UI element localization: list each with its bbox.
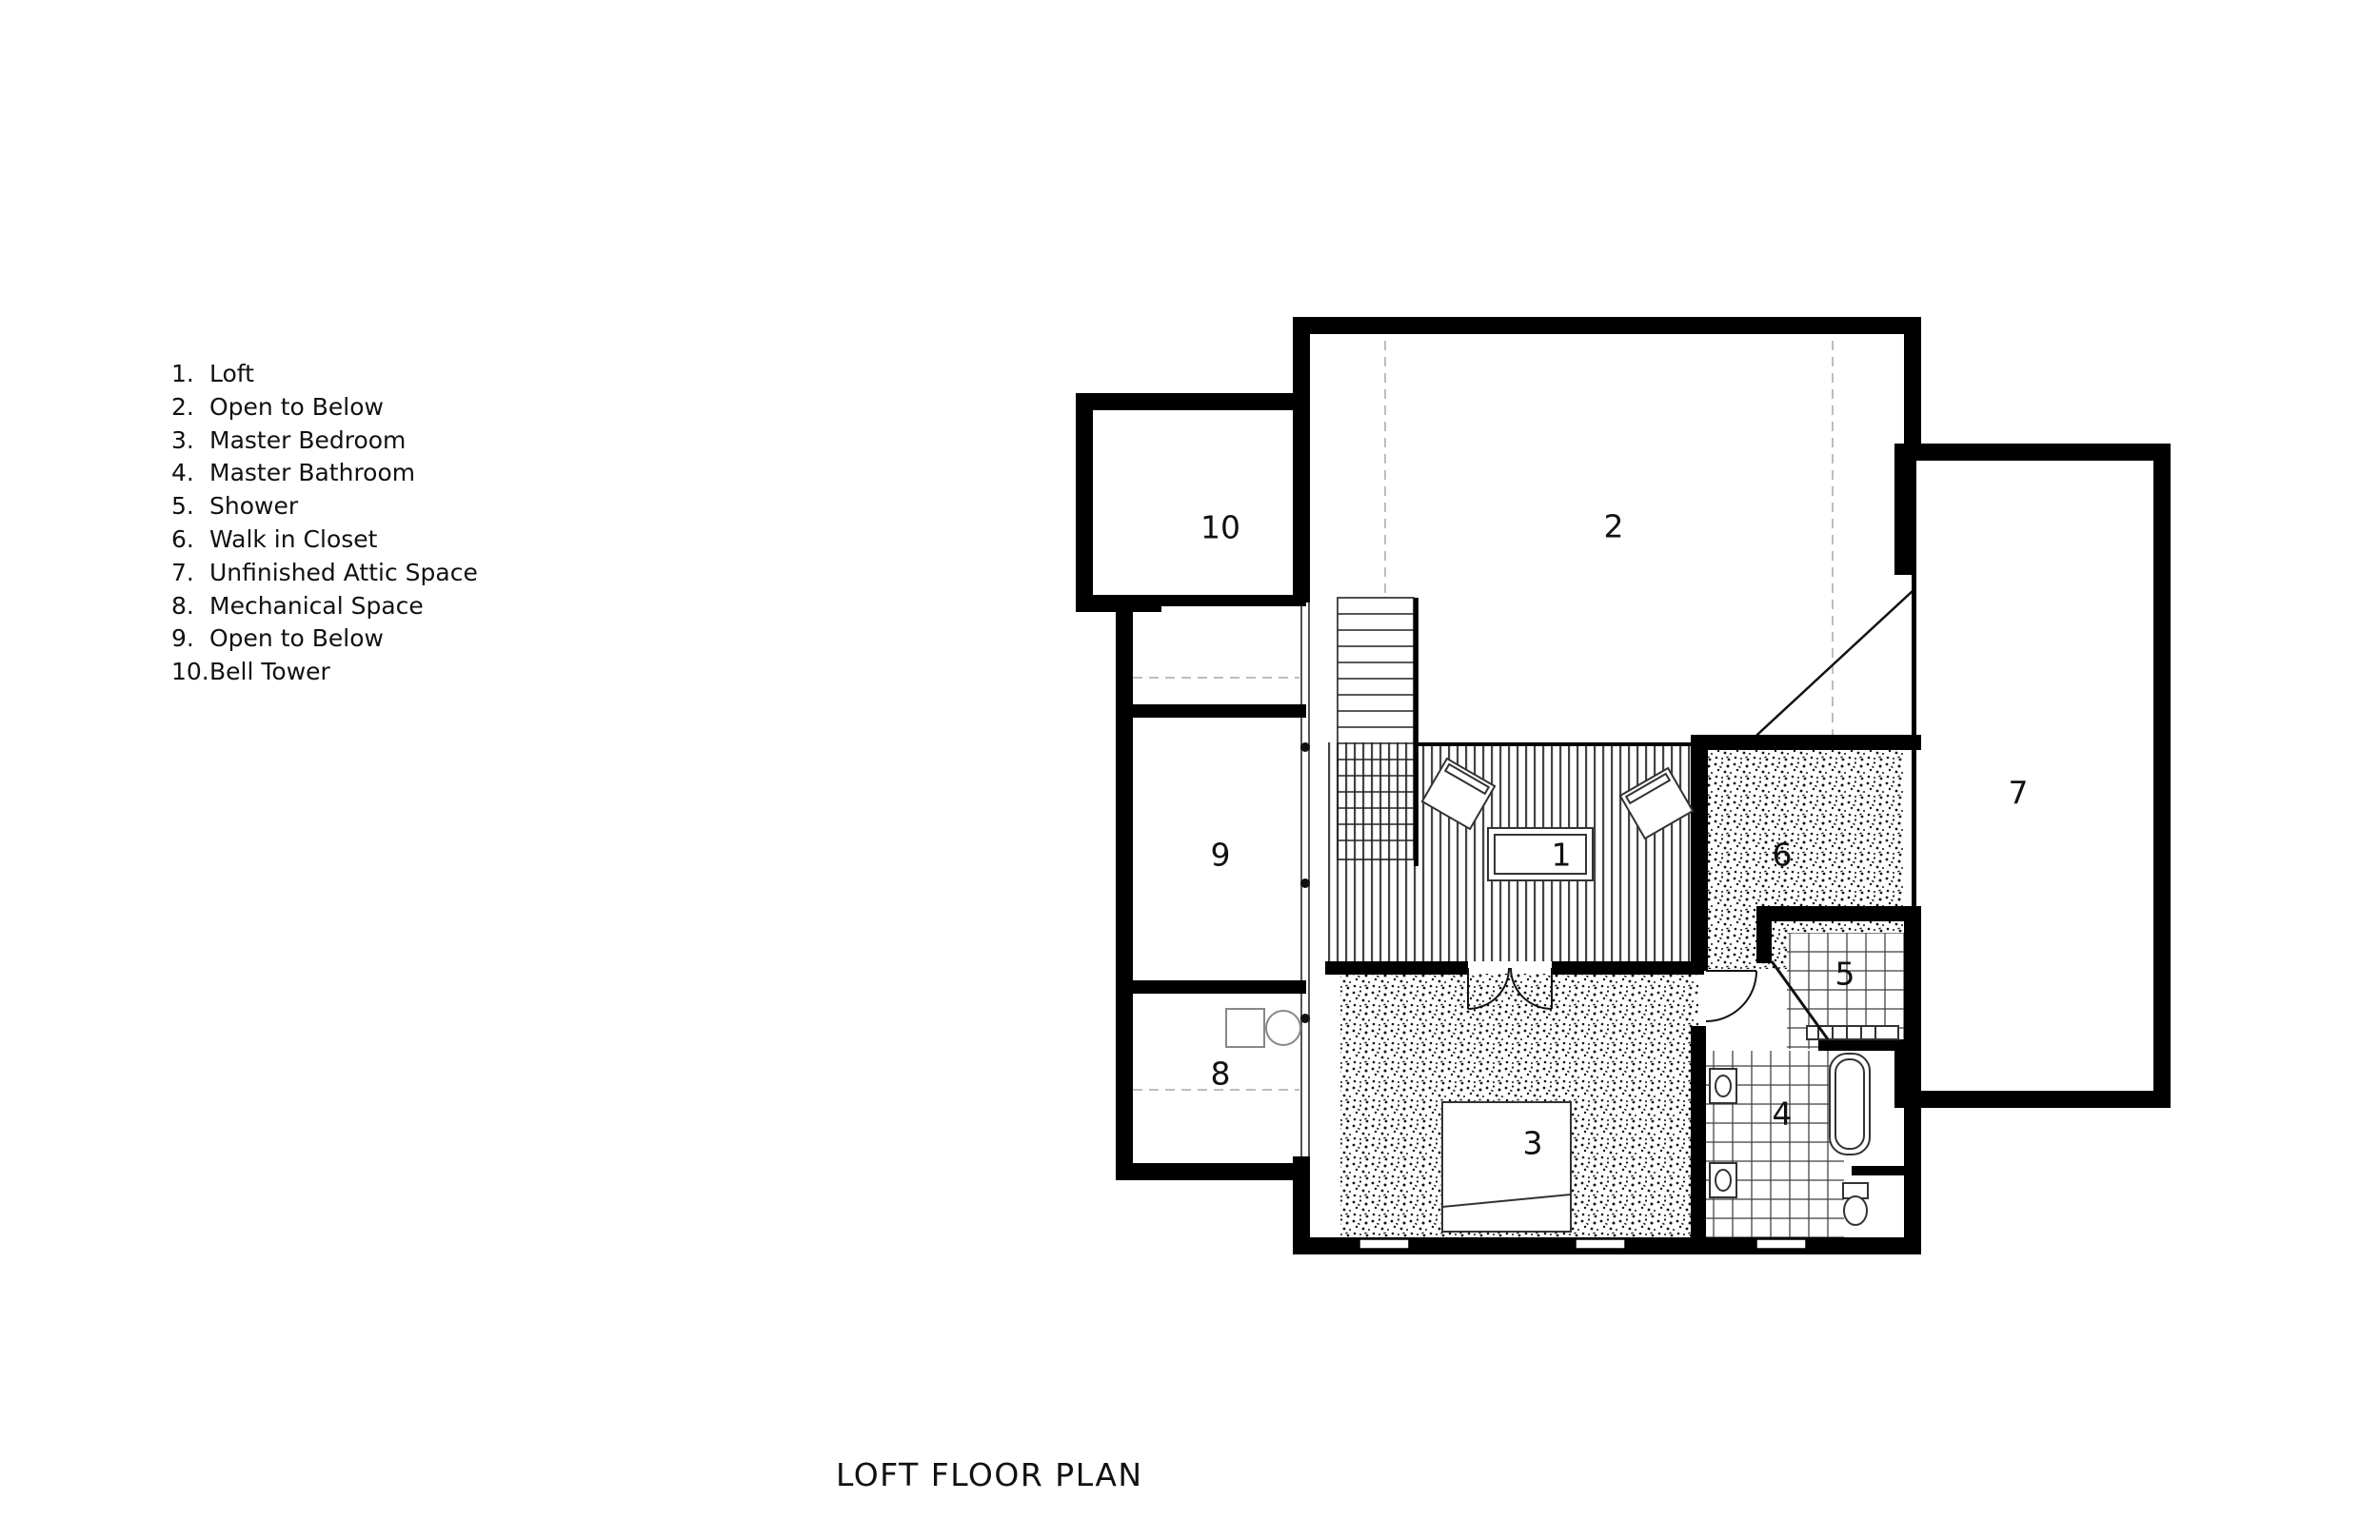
legend-room-name: Open to Below <box>209 392 384 421</box>
legend-room-name: Unfinished Attic Space <box>209 558 478 586</box>
legend-number: 10. <box>171 658 209 686</box>
legend-room-name: Open to Below <box>209 624 384 653</box>
legend-item: 9. Open to Below <box>171 622 478 656</box>
legend-number: 5. <box>171 492 194 521</box>
legend-room-name: Mechanical Space <box>209 591 424 620</box>
legend-item: 4. Master Bathroom <box>171 457 478 490</box>
legend-number: 3. <box>171 425 194 454</box>
legend-room-name: Loft <box>209 360 254 387</box>
dashed-guides <box>1133 341 1834 1091</box>
legend-item: 6. Walk in Closet <box>171 523 478 557</box>
railing-posts <box>1300 742 1310 1023</box>
legend-room-name: Shower <box>209 492 299 521</box>
room-label-4: 4 <box>1773 1096 1793 1133</box>
bathroom-door <box>1705 970 1757 1022</box>
attic-inner-wall <box>1912 461 1916 1089</box>
walk-in-closet-floor <box>1704 750 1904 969</box>
legend-number: 1. <box>171 360 194 387</box>
room-label-2: 2 <box>1604 508 1624 545</box>
legend-number: 9. <box>171 624 194 653</box>
room-label-10: 10 <box>1200 509 1240 546</box>
shower-bench <box>1806 1025 1899 1040</box>
legend-number: 2. <box>171 392 194 421</box>
legend-number: 6. <box>171 524 194 553</box>
room-label-8: 8 <box>1211 1056 1231 1093</box>
legend-item: 8. Mechanical Space <box>171 590 478 623</box>
stair-landing-floor <box>1325 859 1401 961</box>
windows <box>1359 1238 1807 1250</box>
bed <box>1441 1101 1572 1233</box>
loft-furniture <box>1420 757 1695 881</box>
room-legend: 1.Loft 2.Open to Below 3.Master Bedroom … <box>171 358 478 689</box>
legend-number: 7. <box>171 558 194 586</box>
legend-number: 8. <box>171 591 194 620</box>
legend-item: 1. Loft <box>171 358 478 391</box>
legend-room-name: Walk in Closet <box>209 524 378 553</box>
room-label-3: 3 <box>1523 1125 1543 1162</box>
legend-room-name: Master Bathroom <box>209 459 416 487</box>
room-label-9: 9 <box>1211 837 1231 874</box>
legend-number: 4. <box>171 459 194 487</box>
walls <box>1076 317 2171 1254</box>
shower-glass <box>1770 960 1830 1040</box>
legend-item: 10.Bell Tower <box>171 656 478 689</box>
legend-item: 3. Master Bedroom <box>171 424 478 458</box>
staircase <box>1337 597 1415 860</box>
plan-title: LOFT FLOOR PLAN <box>836 1456 1143 1493</box>
room-label-1: 1 <box>1552 837 1572 874</box>
legend-item: 5. Shower <box>171 490 478 523</box>
room-label-7: 7 <box>2009 775 2029 812</box>
bedroom-double-door <box>1467 967 1553 1010</box>
legend-item: 2. Open to Below <box>171 391 478 424</box>
bathroom-fixtures <box>1709 1053 1871 1226</box>
mechanical-equipment <box>1225 1008 1301 1048</box>
legend-room-name: Master Bedroom <box>209 425 407 454</box>
roof-slope-line <box>1746 589 1914 745</box>
legend-room-name: Bell Tower <box>209 658 330 686</box>
legend-item: 7. Unfinished Attic Space <box>171 557 478 590</box>
glass-railing <box>1300 602 1310 1180</box>
room-label-6: 6 <box>1773 837 1793 874</box>
room-label-5: 5 <box>1835 956 1855 993</box>
